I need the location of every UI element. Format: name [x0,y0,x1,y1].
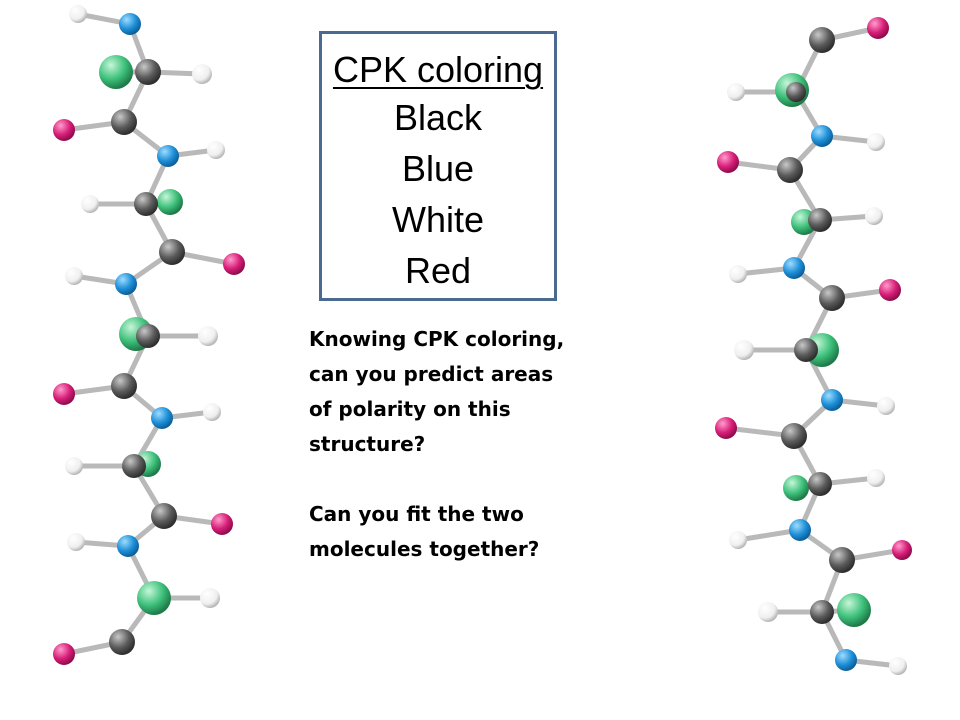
hydrogen-atom [734,340,754,360]
hydrogen-atom [865,207,883,225]
nitrogen-atom [783,257,805,279]
oxygen-atom [867,17,889,39]
hydrogen-atom [200,588,220,608]
nitrogen-atom [117,535,139,557]
molecule-right [715,17,912,675]
carbon-atom [135,59,161,85]
hydrogen-atom [65,267,83,285]
carbon-atom [159,239,185,265]
oxygen-atom [892,540,912,560]
oxygen-atom [879,279,901,301]
hydrogen-atom [729,531,747,549]
nitrogen-atom [151,407,173,429]
legend-item-black: Black [393,97,483,138]
hydrogen-atom [81,195,99,213]
nitrogen-atom [821,389,843,411]
hydrogen-atom [67,533,85,551]
legend-item-white: White [391,199,485,240]
question-2-line: Can you fit the two [309,502,524,526]
carbon-atom [122,454,146,478]
carbon-atom [111,109,137,135]
oxygen-atom [53,383,75,405]
side-group-atom [137,581,171,615]
nitrogen-atom [811,125,833,147]
oxygen-atom [223,253,245,275]
carbon-atom [819,285,845,311]
hydrogen-atom [207,141,225,159]
question-1-line: structure? [309,432,426,456]
carbon-atom [808,472,832,496]
hydrogen-atom [69,5,87,23]
nitrogen-atom [789,519,811,541]
question-1-line: of polarity on this [309,397,511,421]
hydrogen-atom [877,397,895,415]
question-1-line: Knowing CPK coloring, [309,327,565,351]
hydrogen-atom [889,657,907,675]
carbon-atom [829,547,855,573]
question-text: Knowing CPK coloring, can you predict ar… [309,322,609,567]
atoms-left [53,5,245,665]
carbon-atom [786,82,806,102]
carbon-atom [810,600,834,624]
molecule-left [53,5,245,665]
carbon-atom [777,157,803,183]
hydrogen-atom [867,133,885,151]
carbon-atom [111,373,137,399]
hydrogen-atom [727,83,745,101]
cpk-legend-box: CPK coloring Black Blue White Red [319,31,557,301]
question-2-line: molecules together? [309,537,540,561]
nitrogen-atom [119,13,141,35]
carbon-atom [794,338,818,362]
legend-title: CPK coloring [332,49,544,90]
side-group-atom [837,593,871,627]
oxygen-atom [717,151,739,173]
oxygen-atom [715,417,737,439]
carbon-atom [109,629,135,655]
carbon-atom [809,27,835,53]
hydrogen-atom [729,265,747,283]
hydrogen-atom [203,403,221,421]
nitrogen-atom [115,273,137,295]
nitrogen-atom [157,145,179,167]
hydrogen-atom [198,326,218,346]
oxygen-atom [211,513,233,535]
legend-item-blue: Blue [401,148,475,189]
hydrogen-atom [65,457,83,475]
oxygen-atom [53,119,75,141]
atoms-right [715,17,912,675]
nitrogen-atom [835,649,857,671]
carbon-atom [151,503,177,529]
carbon-atom [136,324,160,348]
legend-item-red: Red [404,250,472,291]
question-1-line: can you predict areas [309,362,554,386]
hydrogen-atom [867,469,885,487]
carbon-atom [808,208,832,232]
carbon-atom [781,423,807,449]
side-group-atom [783,475,809,501]
carbon-atom [134,192,158,216]
oxygen-atom [53,643,75,665]
side-group-atom [99,55,133,89]
side-group-atom [157,189,183,215]
hydrogen-atom [758,602,778,622]
hydrogen-atom [192,64,212,84]
